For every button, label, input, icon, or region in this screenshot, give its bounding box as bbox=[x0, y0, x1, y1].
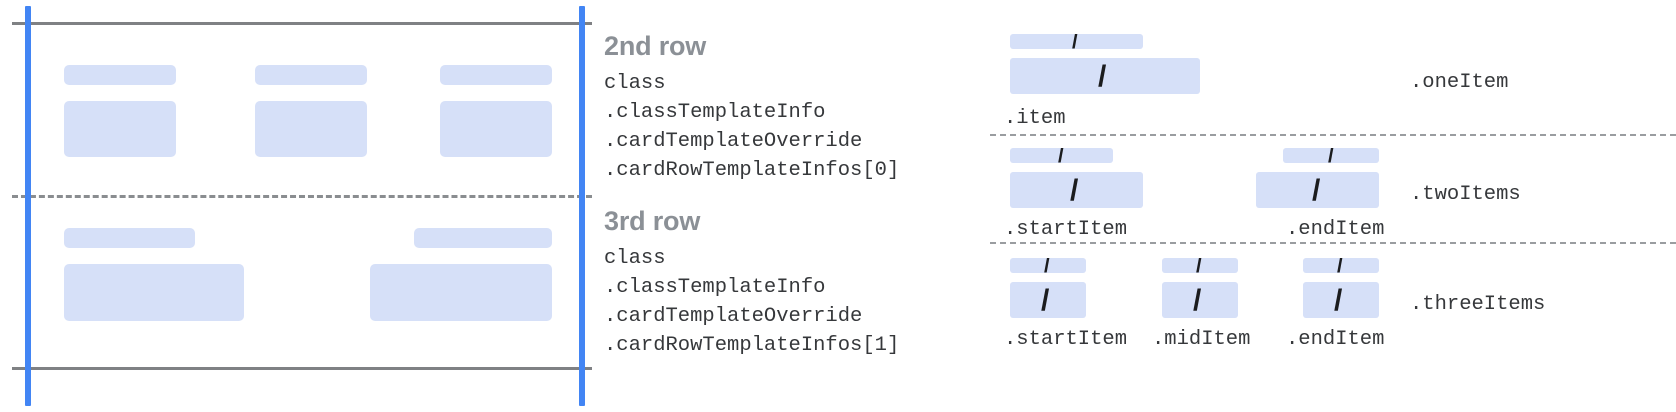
item-content-slot: / bbox=[1162, 282, 1238, 318]
annotation-code-line: .cardRowTemplateInfos[0] bbox=[604, 159, 900, 182]
preview-row-2 bbox=[0, 0, 592, 195]
label-bar bbox=[414, 228, 552, 248]
item-content-slot: / bbox=[1010, 58, 1200, 94]
item-label-slot: / bbox=[1010, 34, 1143, 49]
left-margin-guide bbox=[25, 6, 31, 406]
item-selector-label: .endItem bbox=[1286, 218, 1385, 241]
slash-glyph: / bbox=[1058, 148, 1064, 163]
annotation-code-line: .classTemplateInfo bbox=[604, 101, 826, 124]
right-margin-guide bbox=[579, 6, 585, 406]
variant-selector-label: .oneItem bbox=[1410, 71, 1509, 94]
annotation-code-line: class bbox=[604, 247, 666, 270]
top-boundary-line bbox=[12, 22, 592, 25]
item-selector-label: .startItem bbox=[1004, 218, 1128, 241]
slash-glyph: / bbox=[1098, 60, 1107, 93]
item-label-slot: / bbox=[1283, 148, 1379, 163]
item-label-slot: / bbox=[1010, 148, 1113, 163]
item-content-slot: / bbox=[1010, 172, 1143, 208]
preview-row-3 bbox=[0, 195, 592, 370]
variant-selector-label: .twoItems bbox=[1410, 183, 1521, 206]
row-divider-line bbox=[12, 195, 592, 198]
content-block bbox=[440, 101, 552, 157]
content-block bbox=[64, 264, 244, 321]
item-label-slot: / bbox=[1162, 258, 1238, 273]
item-selector-label: .startItem bbox=[1004, 328, 1128, 351]
content-block bbox=[255, 101, 367, 157]
item-label-slot: / bbox=[1303, 258, 1379, 273]
variant-divider-line bbox=[990, 134, 1676, 136]
item-content-slot: / bbox=[1303, 282, 1379, 318]
annotation-code-line: .cardTemplateOverride bbox=[604, 305, 863, 328]
content-block bbox=[370, 264, 552, 321]
slash-glyph: / bbox=[1070, 174, 1079, 207]
content-block bbox=[64, 101, 176, 157]
slash-glyph: / bbox=[1337, 258, 1343, 273]
annotation-row-2: 2nd row class .classTemplateInfo .cardTe… bbox=[604, 33, 899, 185]
slash-glyph: / bbox=[1328, 148, 1334, 163]
annotation-row-3: 3rd row class .classTemplateInfo .cardTe… bbox=[604, 208, 899, 360]
item-content-slot: / bbox=[1256, 172, 1379, 208]
annotation-code-line: .cardTemplateOverride bbox=[604, 130, 863, 153]
item-label-slot: / bbox=[1010, 258, 1086, 273]
item-selector-label: .midItem bbox=[1152, 328, 1251, 351]
bottom-boundary-line bbox=[12, 367, 592, 370]
variant-three-items: / / .startItem / / .midItem / / .endItem… bbox=[986, 248, 1676, 358]
slash-glyph: / bbox=[1072, 34, 1078, 49]
slash-glyph: / bbox=[1196, 258, 1202, 273]
variant-selector-label: .threeItems bbox=[1410, 293, 1546, 316]
slash-glyph: / bbox=[1041, 284, 1050, 317]
annotation-code-line: class bbox=[604, 72, 666, 95]
card-rows-preview bbox=[0, 0, 592, 412]
item-selector-label: .item bbox=[1004, 107, 1066, 130]
variant-divider-line bbox=[990, 242, 1676, 244]
label-bar bbox=[64, 65, 176, 85]
annotation-title: 3rd row bbox=[604, 206, 701, 236]
slash-glyph: / bbox=[1312, 174, 1321, 207]
annotation-code-line: .classTemplateInfo bbox=[604, 276, 826, 299]
variant-two-items: / / .startItem / / .endItem .twoItems bbox=[986, 140, 1676, 240]
annotation-column: 2nd row class .classTemplateInfo .cardTe… bbox=[604, 0, 974, 412]
label-bar bbox=[440, 65, 552, 85]
annotation-title: 2nd row bbox=[604, 31, 707, 61]
label-bar bbox=[255, 65, 367, 85]
label-bar bbox=[64, 228, 195, 248]
variant-one-item: / / .item .oneItem bbox=[986, 0, 1676, 130]
item-content-slot: / bbox=[1010, 282, 1086, 318]
item-selector-label: .endItem bbox=[1286, 328, 1385, 351]
row-layout-variants: / / .item .oneItem / / .startItem / bbox=[986, 0, 1676, 412]
slash-glyph: / bbox=[1193, 284, 1202, 317]
annotation-code-line: .cardRowTemplateInfos[1] bbox=[604, 334, 900, 357]
slash-glyph: / bbox=[1334, 284, 1343, 317]
slash-glyph: / bbox=[1044, 258, 1050, 273]
